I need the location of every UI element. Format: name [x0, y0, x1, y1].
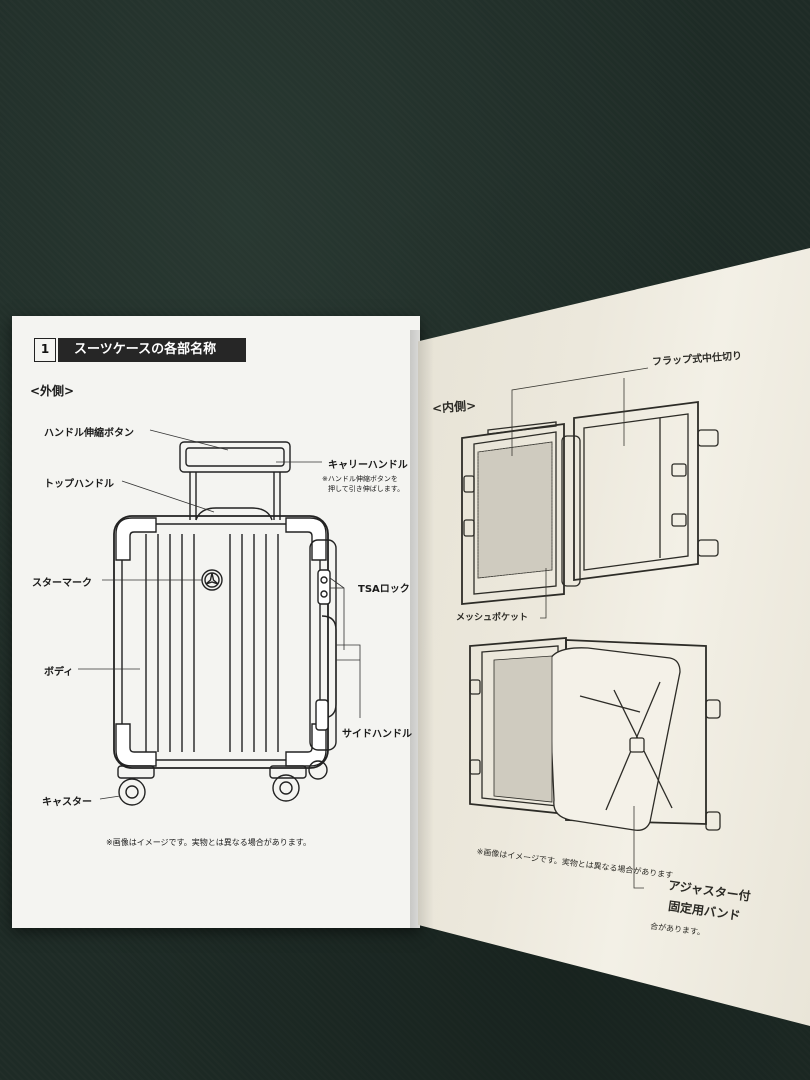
label-star-mark: スターマーク	[32, 578, 92, 589]
mesh-pocket-top	[477, 441, 553, 579]
section-number: 1	[34, 338, 56, 362]
label-handle-button: ハンドル伸縮ボタン	[44, 428, 134, 439]
label-carry-handle: キャリーハンドル	[328, 460, 408, 471]
mesh-pocket-bottom	[493, 655, 553, 803]
exterior-leader-lines	[78, 429, 361, 800]
right-page	[418, 248, 810, 1026]
carry-handle-note-line1: ※ハンドル伸縮ボタンを	[322, 475, 398, 483]
interior-leader-lines	[511, 367, 649, 889]
label-body: ボディ	[44, 667, 74, 678]
exterior-disclaimer: ※画像はイメージです。実物とは異なる場合があります。	[106, 838, 311, 847]
interior-bottom-drawing	[469, 637, 721, 831]
carry-handle-note-line2: 押して引き伸ばします。	[328, 485, 405, 493]
label-side-handle: サイドハンドル	[342, 729, 412, 740]
exterior-suitcase-drawing	[113, 441, 337, 806]
booklet-spine	[410, 330, 434, 930]
interior-top-drawing	[461, 400, 719, 605]
label-caster: キャスター	[42, 797, 92, 808]
left-page	[12, 316, 420, 928]
label-top-handle: トップハンドル	[44, 479, 114, 490]
section-title: スーツケースの各部名称	[58, 338, 246, 362]
exterior-heading: <外側>	[30, 384, 75, 398]
label-mesh-pocket: メッシュポケット	[456, 613, 529, 623]
label-tsa-lock: TSAロック	[358, 584, 410, 595]
